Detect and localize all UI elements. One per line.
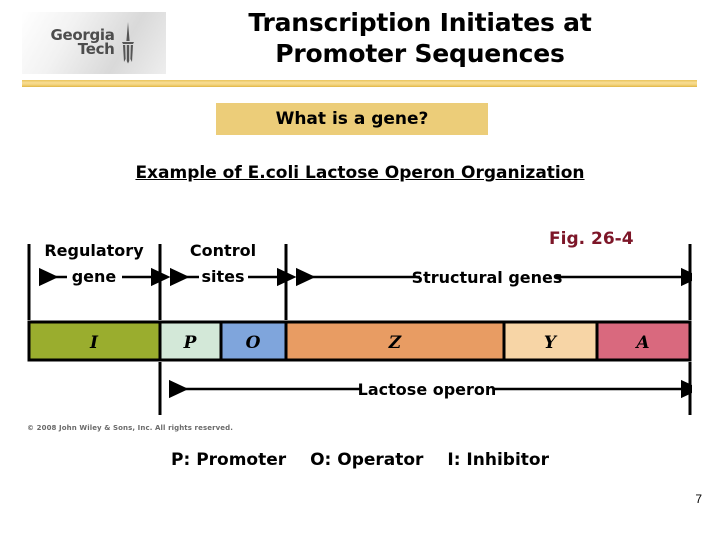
lactose-operon-diagram: Regulatory gene Control sites Structural…: [27, 232, 692, 417]
page-title: Transcription Initiates at Promoter Sequ…: [180, 8, 660, 69]
annotation-control-sites: Control sites: [170, 241, 297, 287]
gold-divider: [22, 80, 697, 87]
georgia-tech-logo: Georgia Tech: [22, 12, 166, 74]
page-title-line1: Transcription Initiates at: [248, 8, 592, 37]
gene-label-A: A: [634, 333, 649, 353]
annotation-regulatory-gene: Regulatory gene: [38, 241, 171, 287]
gene-segment-A: [595, 320, 692, 362]
gene-label-Y: Y: [544, 333, 558, 353]
gene-label-P: P: [183, 333, 198, 353]
legend-item-operator: O: Operator: [310, 450, 424, 470]
question-banner-text: What is a gene?: [275, 109, 429, 129]
logo-word-georgia: Georgia: [50, 26, 115, 45]
gene-segment-I: [27, 320, 162, 362]
svg-text:Regulatory: Regulatory: [44, 241, 144, 260]
gene-segment-Y: [502, 320, 599, 362]
gene-segment-row: I P O Z Y A: [27, 320, 692, 362]
gene-segment-Z: [284, 320, 506, 362]
svg-text:gene: gene: [72, 267, 117, 286]
gene-segment-O: [219, 320, 288, 362]
page-title-line2: Promoter Sequences: [275, 38, 565, 68]
figure-label: Fig. 26-4: [549, 229, 634, 249]
legend-item-promoter: P: Promoter: [171, 450, 287, 470]
svg-text:Lactose operon: Lactose operon: [358, 380, 497, 399]
gene-label-I: I: [89, 333, 99, 353]
logo-word-tech: Tech: [77, 40, 115, 58]
gene-label-Z: Z: [388, 333, 402, 353]
annotation-lactose-operon: Lactose operon: [169, 379, 692, 399]
page-number: 7: [695, 492, 702, 506]
legend: P: Promoter O: Operator I: Inhibitor: [0, 450, 720, 470]
annotation-structural-genes: Structural genes: [296, 267, 692, 287]
copyright-notice: © 2008 John Wiley & Sons, Inc. All right…: [27, 424, 234, 432]
subtitle: Example of E.coli Lactose Operon Organiz…: [135, 163, 585, 183]
gene-label-O: O: [246, 333, 261, 353]
svg-text:Structural genes: Structural genes: [412, 268, 563, 287]
legend-item-inhibitor: I: Inhibitor: [447, 450, 549, 470]
gt-tower-icon: [121, 22, 134, 64]
svg-text:Control: Control: [190, 241, 256, 260]
svg-text:sites: sites: [201, 267, 244, 286]
question-banner: What is a gene?: [216, 103, 488, 135]
